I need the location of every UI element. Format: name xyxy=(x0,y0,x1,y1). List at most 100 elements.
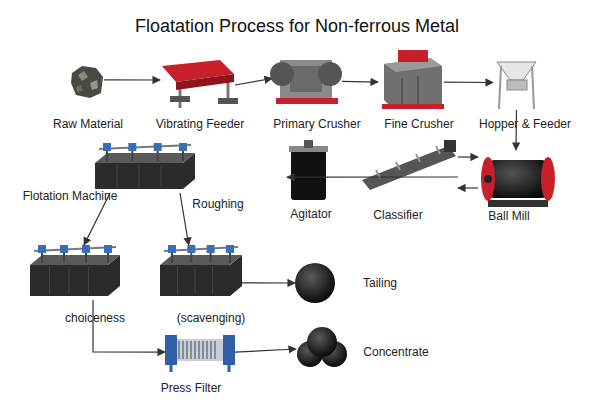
press-leg xyxy=(170,365,173,372)
equipment-node: Flotation MachineRoughing xyxy=(95,143,195,193)
equipment-label: Tailing xyxy=(363,276,397,290)
mill-end xyxy=(481,157,495,201)
equipment-label: Fine Crusher xyxy=(384,117,453,131)
equipment-label: Hopper & Feeder xyxy=(479,117,571,131)
diagram-title: Floatation Process for Non-ferrous Metal xyxy=(0,16,594,37)
flotation-motor xyxy=(128,143,136,151)
crusher-base xyxy=(276,98,338,104)
flow-arrow xyxy=(235,79,272,86)
equipment-illustration xyxy=(296,326,348,372)
equipment-node: choiceness xyxy=(30,245,120,300)
mill-base xyxy=(488,200,548,207)
equipment-label: Roughing xyxy=(192,197,243,211)
feeder-base xyxy=(170,96,190,102)
press-plate xyxy=(190,341,192,359)
flotation-motor xyxy=(226,245,234,253)
flotation-trough xyxy=(30,255,120,296)
agitator-tank xyxy=(291,150,326,200)
equipment-label: Raw Material xyxy=(53,117,123,131)
flotation-cell-divider xyxy=(195,267,196,294)
flow-arrow xyxy=(287,176,458,177)
equipment-label: Agitator xyxy=(290,207,331,221)
equipment-label: Classifier xyxy=(373,208,422,222)
flotation-cell-divider xyxy=(117,165,118,187)
press-head xyxy=(165,335,177,365)
flotation-motor xyxy=(60,245,68,253)
flotation-motor xyxy=(38,245,46,253)
equipment-label: Ball Mill xyxy=(488,209,529,223)
equipment-node: Primary Crusher xyxy=(272,50,342,107)
flotation-motor xyxy=(104,245,112,253)
equipment-node: Vibrating Feeder xyxy=(160,60,235,110)
press-plate xyxy=(214,341,216,359)
press-tail xyxy=(223,335,235,365)
equipment-illustration xyxy=(165,333,235,372)
concentrate-pile xyxy=(307,327,337,357)
flotation-motor xyxy=(168,245,176,253)
tailing-pile xyxy=(295,263,335,303)
crusher-rib xyxy=(401,78,403,104)
flow-arrow xyxy=(104,79,160,80)
flow-arrow xyxy=(235,349,296,352)
equipment-illustration xyxy=(160,60,235,110)
flow-arrow xyxy=(180,193,189,245)
equipment-illustration xyxy=(478,150,558,208)
classifier-ridge xyxy=(416,154,420,162)
feeder-box xyxy=(507,80,527,90)
ore-speck xyxy=(78,71,88,81)
press-plate xyxy=(194,341,196,359)
flow-arrow xyxy=(84,193,110,245)
flotation-motor xyxy=(179,143,187,151)
classifier-ridge xyxy=(396,162,400,170)
flotation-motor xyxy=(154,143,162,151)
flotation-motor xyxy=(103,143,111,151)
flotation-top xyxy=(95,153,195,163)
flow-arrow xyxy=(444,81,493,83)
flotation-motor xyxy=(207,245,215,253)
crusher-base xyxy=(382,104,444,109)
ore-speck xyxy=(76,85,83,92)
mill-hub xyxy=(484,175,492,183)
flotation-cell-divider xyxy=(177,267,178,294)
equipment-illustration xyxy=(160,245,242,300)
crusher-flywheel xyxy=(270,62,294,86)
flotation-rail xyxy=(99,145,191,149)
equipment-illustration xyxy=(287,140,330,202)
flow-arrow xyxy=(342,81,378,83)
press-plate xyxy=(202,341,204,359)
flow-arrow xyxy=(515,110,517,150)
flotation-cell-divider xyxy=(212,267,213,294)
flotation-top xyxy=(30,255,120,265)
flotation-motor xyxy=(187,245,195,253)
equipment-node: Tailing xyxy=(295,263,335,303)
equipment-node: Press Filter xyxy=(165,333,235,372)
equipment-illustration xyxy=(360,140,458,190)
equipment-label: Flotation Machine xyxy=(23,189,118,203)
flotation-cell-divider xyxy=(49,267,50,294)
equipment-label: (scavenging) xyxy=(177,311,246,325)
ore-speck xyxy=(90,80,98,90)
flotation-rail xyxy=(34,247,116,251)
flotation-cell-divider xyxy=(161,165,162,187)
equipment-label: Concentrate xyxy=(363,345,428,359)
equipment-node: Concentrate xyxy=(296,326,348,372)
hopper-leg xyxy=(499,66,501,109)
flotation-cell-divider xyxy=(139,165,140,187)
flow-arrow xyxy=(242,282,295,283)
equipment-label: Primary Crusher xyxy=(273,117,360,131)
press-plate xyxy=(210,341,212,359)
flow-arrow xyxy=(458,156,478,157)
crusher-flywheel xyxy=(318,62,342,86)
press-plate xyxy=(182,341,184,359)
flotation-motor xyxy=(82,245,90,253)
feeder-side xyxy=(176,74,234,90)
equipment-illustration xyxy=(30,245,120,300)
classifier-ridge xyxy=(376,170,380,178)
agitator-motor xyxy=(304,140,313,148)
hopper-leg xyxy=(532,66,534,109)
equipment-node: Fine Crusher xyxy=(378,48,444,110)
ore-rock xyxy=(71,66,103,98)
flow-arrow xyxy=(458,187,478,188)
